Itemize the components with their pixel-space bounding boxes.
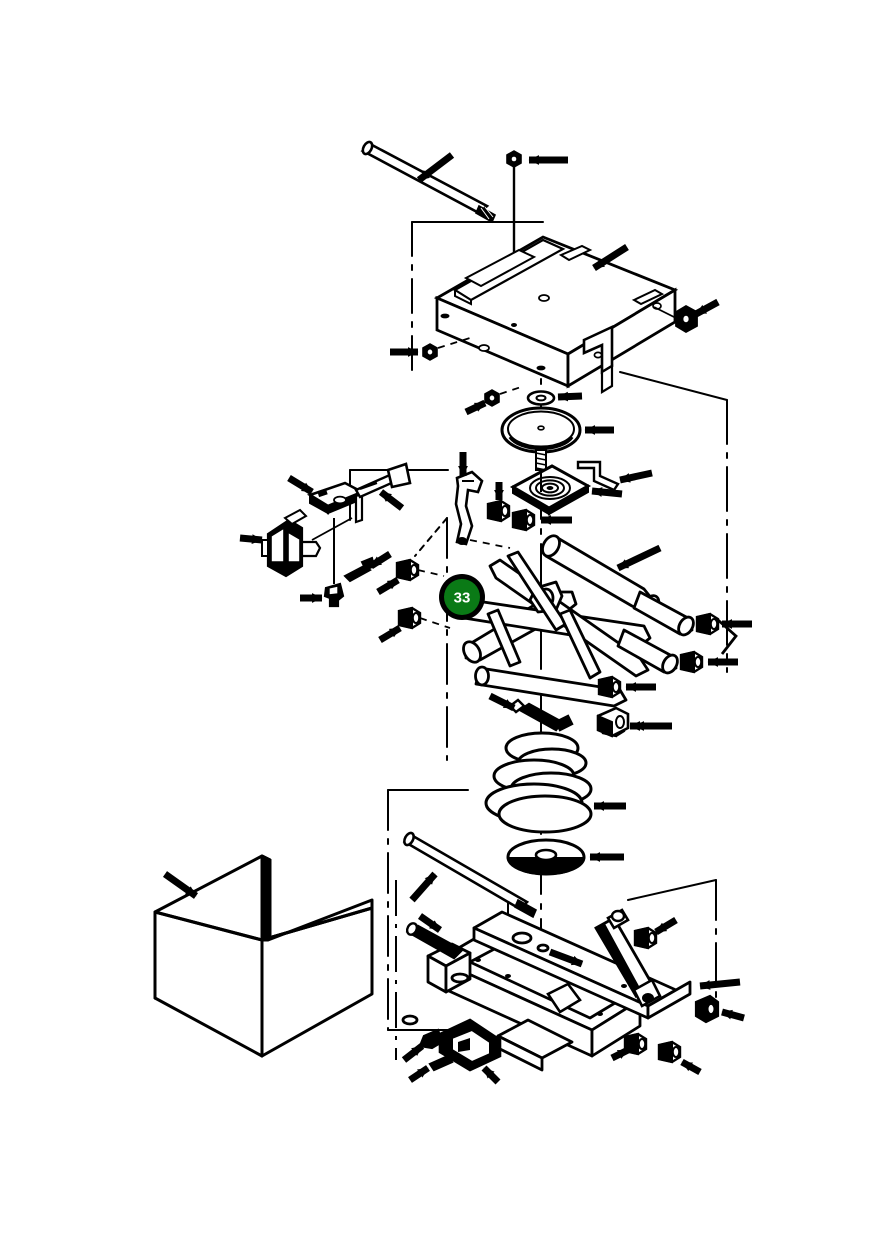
part-lower-pivot-rod [402, 831, 538, 919]
part-seat-pan-bracket [433, 235, 679, 394]
leader-lower-pivot-rod [409, 871, 438, 903]
leader-dash-bush-ll [419, 617, 451, 629]
part-conical-spring [484, 731, 593, 834]
part-clevis-pin [354, 462, 412, 499]
leader-dash-hex-nut-disc [499, 385, 525, 395]
part-bushing-right-upper [695, 612, 720, 636]
leader-latch-roller [401, 1043, 425, 1063]
leader-dash-nut-left [437, 337, 471, 349]
part-retaining-clip-right [717, 618, 738, 655]
leader-base-bushing-right [721, 1008, 745, 1022]
leader-dash-cable-hook [469, 539, 511, 549]
leader-base-bushing-lower [610, 1046, 630, 1062]
leader-tension-rod [488, 692, 516, 712]
part-flat-washer-upper [526, 390, 556, 406]
part-adjuster-plate [509, 464, 592, 516]
part-hex-nut-disc [484, 389, 500, 407]
leader-adjuster-plate [591, 487, 623, 498]
leader-upper-pivot-rod [416, 152, 455, 183]
part-latch-pin [428, 1054, 454, 1072]
part-base-nut-right [633, 926, 658, 950]
part-cable-hook [454, 470, 484, 546]
leader-latch-plate [481, 1065, 501, 1085]
part-lever-handle [261, 508, 322, 578]
leader-latch-pin [408, 1065, 430, 1083]
part-cover-shroud [153, 854, 374, 1058]
leader-hex-nut-disc [464, 399, 487, 416]
part-base-bushing-right [694, 994, 720, 1024]
leader-cover-shroud [162, 871, 199, 899]
part-bushing-mid-right [597, 675, 622, 699]
leader-seat-pan-nut-right [694, 298, 720, 318]
part-lever-bracket [306, 481, 366, 524]
part-seat-pan-nut-right [675, 304, 698, 334]
callout-badge-label: 33 [454, 590, 471, 607]
part-base-bushing-lower2 [657, 1040, 682, 1064]
part-scissor-linkage-arm [456, 534, 695, 708]
part-bushing-lower-left [397, 606, 422, 630]
part-bushing-upper-left [395, 558, 420, 582]
leader-adjuster-clip [619, 469, 653, 484]
leader-base-bushing-lower2 [680, 1058, 702, 1076]
leader-dash-bush-ul [417, 569, 445, 577]
leader-line-nut-right [653, 306, 677, 319]
part-hex-nut-top [506, 150, 522, 168]
leader-clevis-pin [378, 489, 405, 511]
part-gas-cylinder [546, 908, 662, 1014]
part-latch-plate [438, 1018, 502, 1072]
callout-badge-fill [444, 579, 480, 615]
part-spacer-sleeve-b [511, 508, 536, 532]
part-spring-seat-washer [506, 838, 586, 876]
leader-flat-washer-upper [557, 391, 583, 402]
leader-bushing-lower-left [378, 624, 402, 644]
part-bushing-right-lower [679, 650, 704, 674]
leader-seat-pan-bracket [592, 244, 629, 271]
part-spacer-sleeve-a [486, 499, 511, 523]
leader-cotter-pin [369, 551, 392, 569]
callout-badge-33[interactable]: 33 [439, 574, 485, 620]
leader-lever-handle [239, 534, 263, 544]
leader-gas-cylinder [548, 948, 584, 968]
leader-scissor-linkage-arm [616, 544, 662, 572]
leader-base-nut-right [654, 916, 678, 936]
part-seat-pan-nut-left [422, 343, 438, 361]
part-base-frame [401, 910, 692, 1072]
part-adjuster-clip [576, 460, 620, 492]
leader-lever-bracket [287, 475, 314, 495]
part-spring-nut [596, 706, 630, 738]
leader-base-frame [699, 978, 741, 990]
leader-base-pin-left [417, 913, 443, 933]
leader-bushing-upper-left [376, 576, 400, 596]
part-lever-knob [323, 582, 345, 608]
part-base-pin-left [405, 922, 464, 960]
part-height-adjust-disc [500, 406, 582, 471]
leader-line-lever [311, 517, 353, 541]
